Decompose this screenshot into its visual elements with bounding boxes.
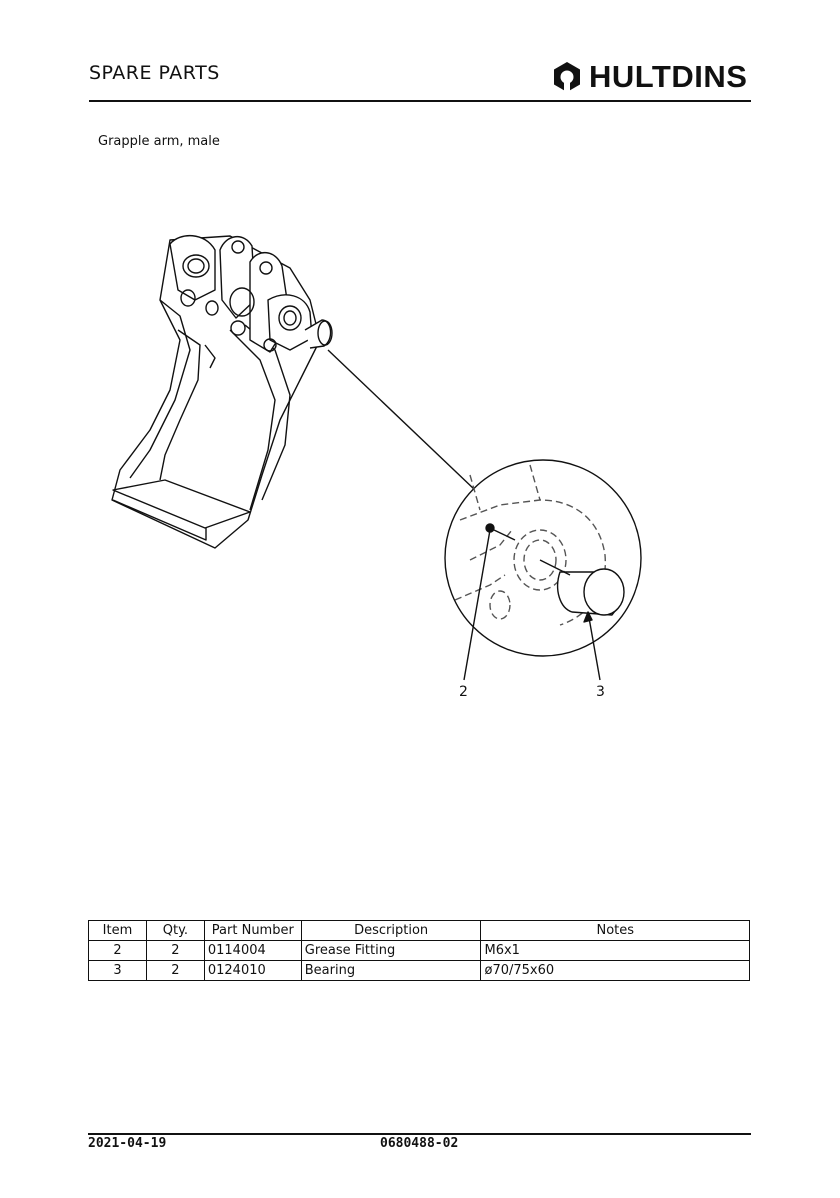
footer-doc-number: 0680488-02 [380, 1136, 459, 1151]
brand-name: HULTDINS [589, 59, 748, 94]
brand-logo: HULTDINS [550, 58, 747, 96]
grapple-arm-body [111, 235, 333, 549]
col-header-qty: Qty. [145, 920, 205, 941]
part-subtitle: Grapple arm, male [98, 134, 220, 149]
cell-item: 3 [88, 960, 147, 981]
callout-leader-2 [463, 529, 491, 681]
cell-notes: ø70/75x60 [480, 960, 750, 981]
col-header-item: Item [88, 920, 147, 941]
col-header-description: Description [300, 920, 482, 941]
cell-description: Grease Fitting [300, 940, 482, 961]
table-row: 2 2 0114004 Grease Fitting M6x1 [88, 940, 750, 961]
detail-leader-line [327, 349, 476, 491]
callout-label-2: 2 [459, 684, 468, 700]
cell-qty: 2 [145, 960, 205, 981]
cell-notes: M6x1 [480, 940, 750, 961]
table-header-row: Item Qty. Part Number Description Notes [88, 920, 750, 941]
col-header-notes: Notes [480, 920, 750, 941]
page-title: SPARE PARTS [89, 62, 220, 84]
col-header-part-number: Part Number [203, 920, 302, 941]
cell-part-number: 0114004 [203, 940, 302, 961]
cell-item: 2 [88, 940, 147, 961]
cell-part-number: 0124010 [203, 960, 302, 981]
parts-table: Item Qty. Part Number Description Notes … [88, 920, 750, 981]
detail-view [444, 459, 642, 657]
footer-rule [88, 1133, 751, 1135]
cell-description: Bearing [300, 960, 482, 981]
callout-leader-3 [587, 611, 601, 681]
footer-date: 2021-04-19 [88, 1136, 167, 1151]
callout-label-3: 3 [596, 684, 605, 700]
hultdins-logo-icon [554, 62, 580, 92]
table-row: 3 2 0124010 Bearing ø70/75x60 [88, 960, 750, 981]
cell-qty: 2 [145, 940, 205, 961]
header-rule [89, 100, 751, 102]
